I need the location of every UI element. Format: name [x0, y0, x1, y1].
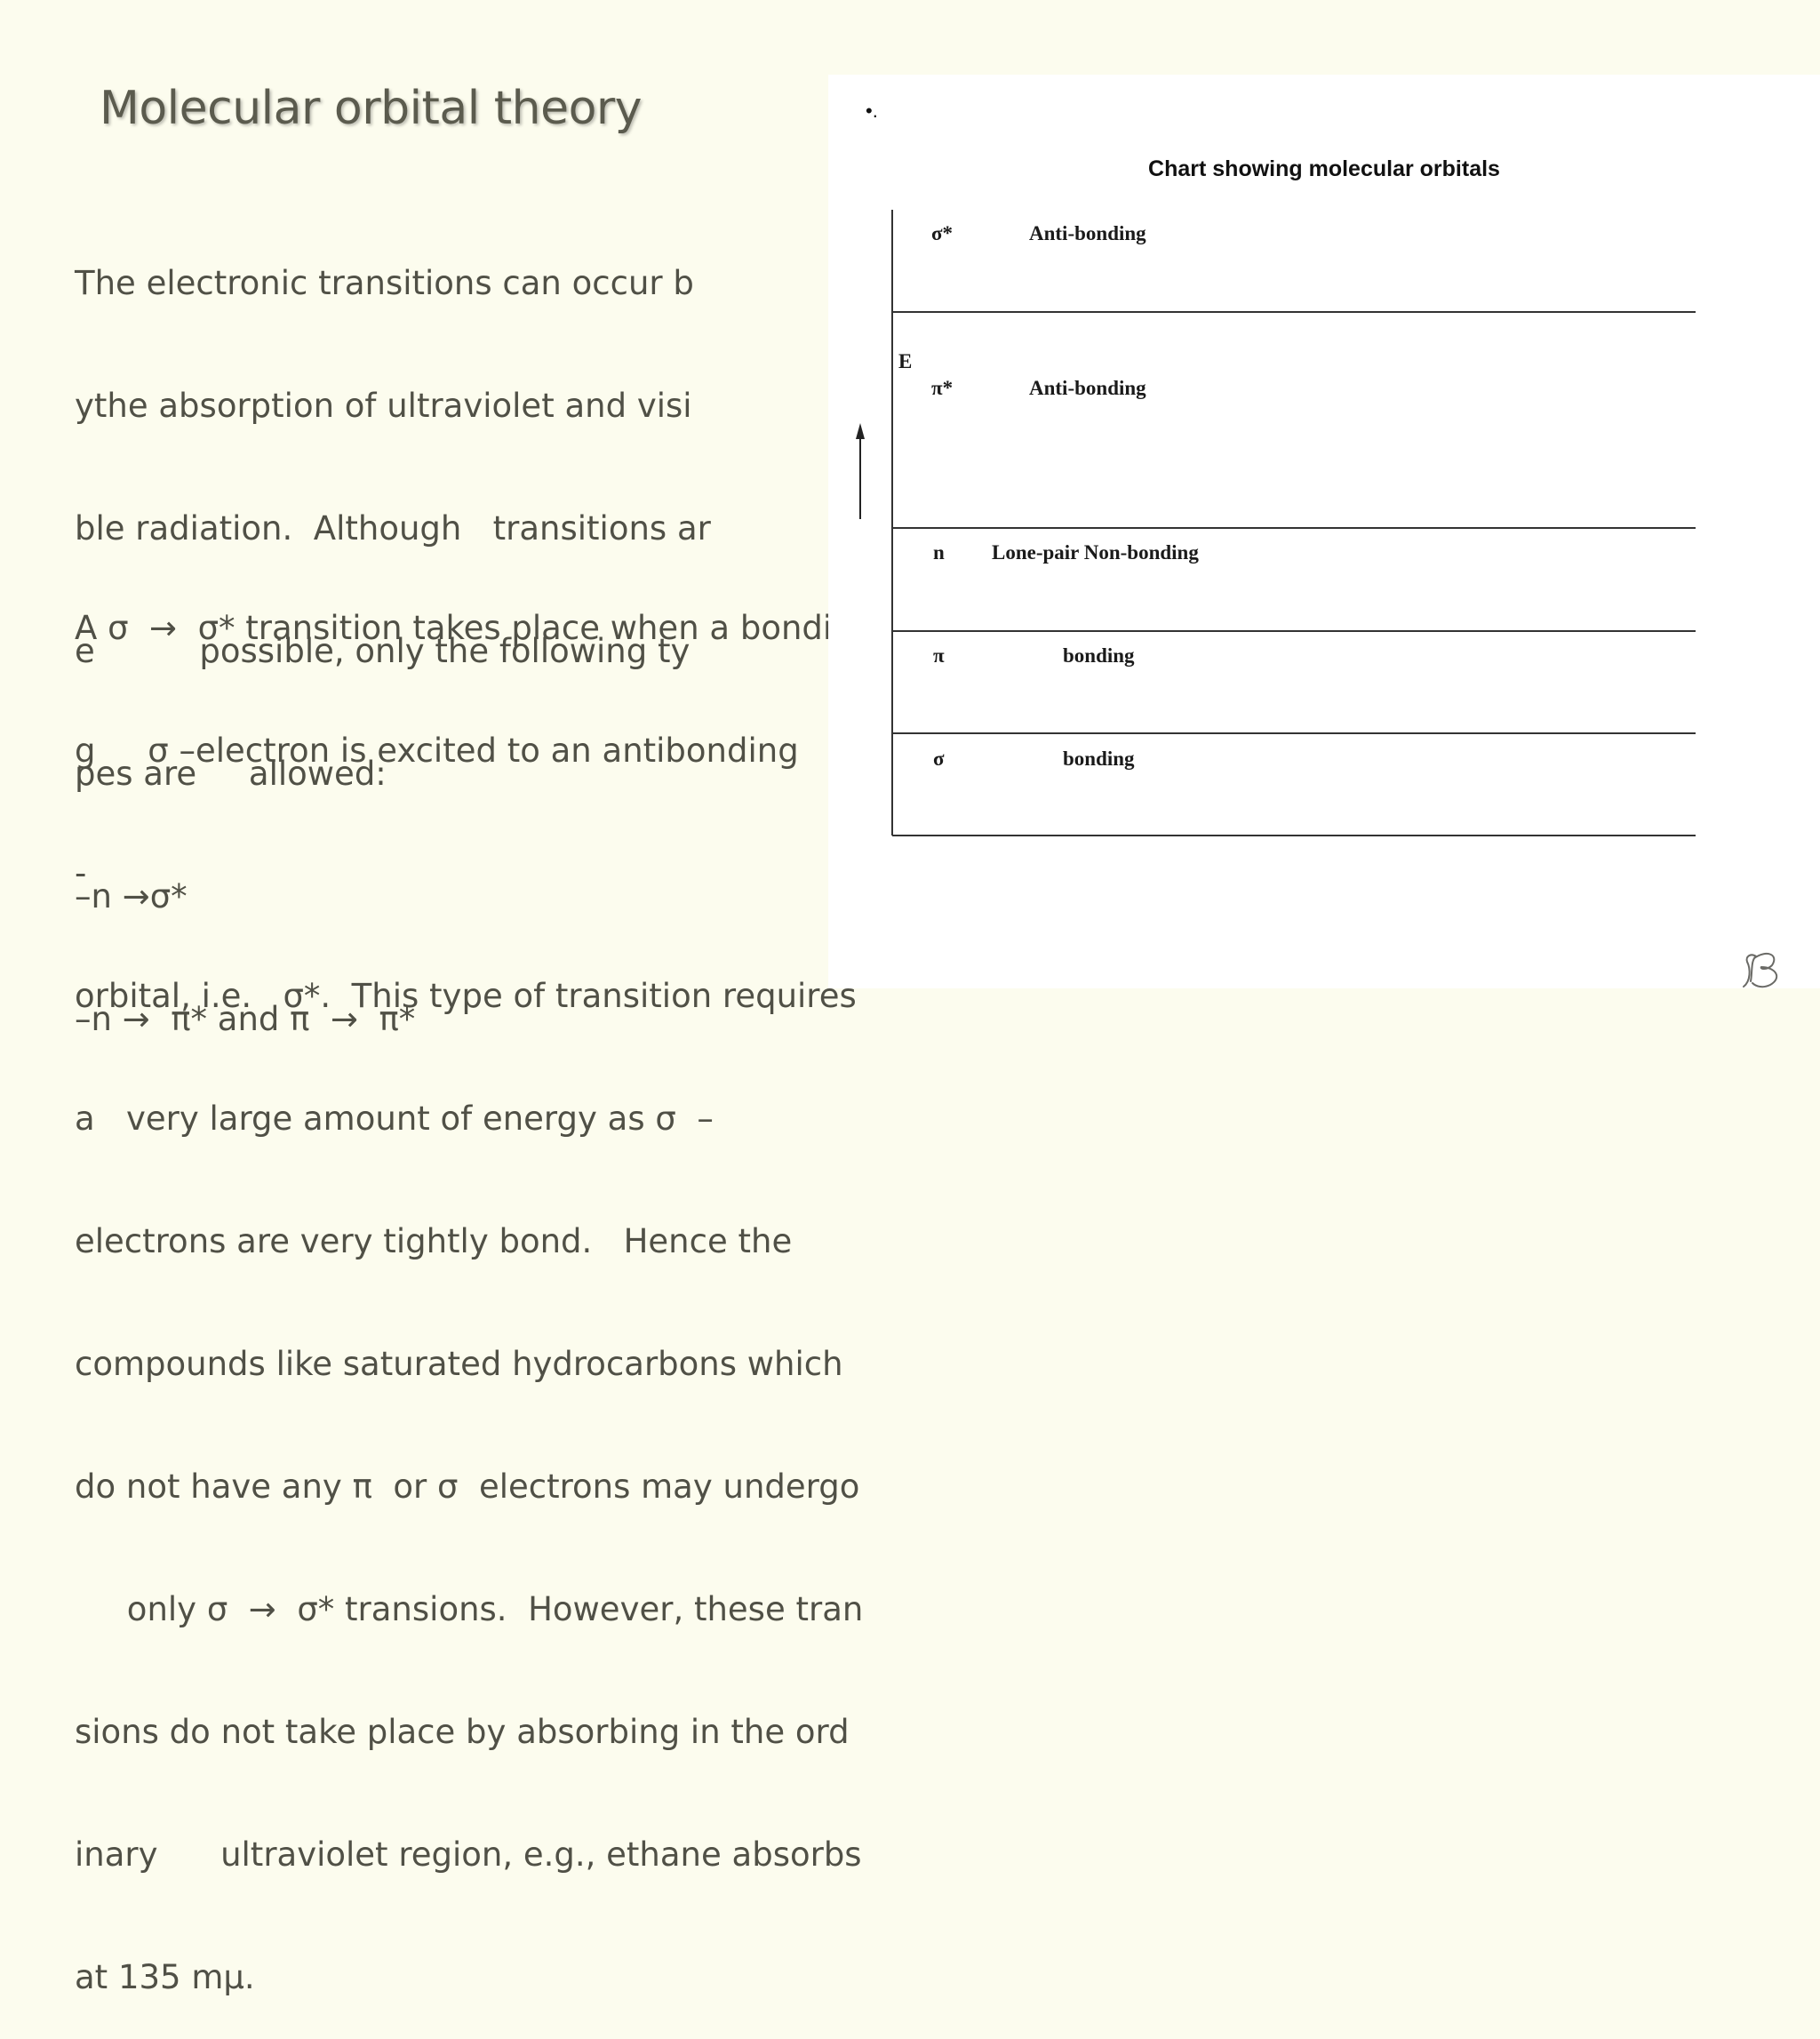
intro-line: ble radiation. Although transitions ar: [75, 509, 711, 548]
paragraph-line: -: [75, 854, 87, 892]
orbital-symbol-sigma: σ: [933, 748, 945, 770]
sigma-transition-paragraph: A σ → σ* transition takes place when a b…: [75, 526, 863, 2039]
signature-logo-icon: [1743, 952, 1778, 988]
orbital-label-pi-star: Anti-bonding: [1029, 377, 1146, 399]
orbital-label-n: Lone-pair Non-bonding: [992, 541, 1199, 564]
paragraph-line: compounds like saturated hydrocarbons wh…: [75, 1345, 843, 1383]
energy-arrow-head: [856, 423, 865, 439]
intro-line: pes are allowed:: [75, 755, 387, 793]
molecular-orbital-chart: •. Chart showing molecular orbitals E σ*…: [828, 75, 1820, 988]
orbital-label-pi: bonding: [1063, 644, 1135, 667]
orbital-diagram: •. Chart showing molecular orbitals E σ*…: [856, 100, 1696, 836]
orbital-symbol-pi: π: [933, 644, 945, 667]
paragraph-line: only σ → σ* transions. However, these tr…: [75, 1590, 864, 1628]
paragraph-line: at 135 mμ.: [75, 1958, 255, 1996]
orbital-symbol-sigma-star: σ*: [931, 222, 953, 244]
paragraph-line: a very large amount of energy as σ –: [75, 1099, 714, 1138]
energy-label: E: [898, 350, 912, 372]
slide-title: Molecular orbital theory: [100, 82, 643, 135]
paragraph-line: g σ –electron is excited to an antibondi…: [75, 732, 851, 770]
orbital-label-sigma-star: Anti-bonding: [1029, 222, 1146, 244]
orbital-symbol-n: n: [933, 541, 945, 564]
paragraph-line: sions do not take place by absorbing in …: [75, 1713, 850, 1751]
intro-text: The electronic transitions can occur b y…: [75, 181, 711, 1081]
chart-title: Chart showing molecular orbitals: [1148, 156, 1500, 181]
intro-line: ythe absorption of ultraviolet and visi: [75, 387, 692, 425]
paragraph-line: orbital, i.e. σ*. This type of transitio…: [75, 977, 857, 1015]
orbital-symbol-pi-star: π*: [931, 377, 953, 399]
paragraph-line: A σ → σ* transition takes place when a b…: [75, 609, 853, 647]
orbital-label-sigma: bonding: [1063, 748, 1135, 770]
intro-line: e possible, only the following ty: [75, 632, 690, 670]
paragraph-line: inary ultraviolet region, e.g., ethane a…: [75, 1835, 862, 1874]
chart-marker: •.: [866, 100, 878, 122]
paragraph-line: electrons are very tightly bond. Hence t…: [75, 1222, 793, 1260]
transition-n-sigma-star: –n →σ*: [75, 877, 188, 916]
intro-line: The electronic transitions can occur b: [75, 264, 694, 302]
paragraph-line: do not have any π or σ electrons may und…: [75, 1467, 860, 1506]
